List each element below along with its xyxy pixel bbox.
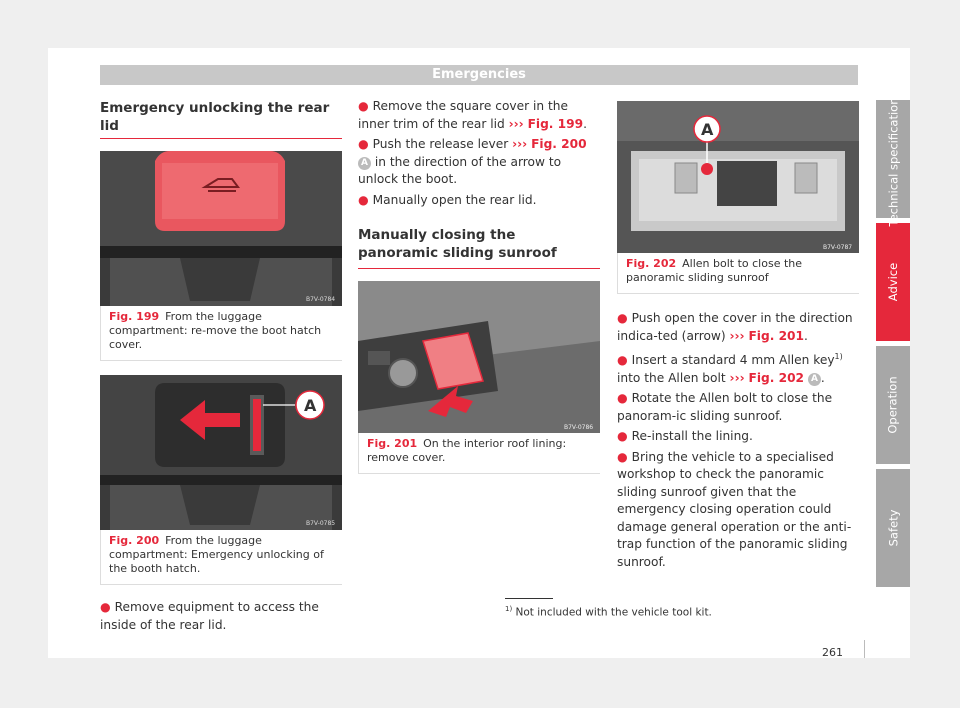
marker-a: A bbox=[304, 396, 317, 415]
tab-operation[interactable]: Operation bbox=[876, 346, 910, 464]
chapter-header: Emergencies bbox=[100, 65, 858, 85]
image-code: B7V-0784 bbox=[306, 296, 335, 303]
figure-link[interactable]: Fig. 201 bbox=[748, 328, 805, 343]
arrow-ref-icon: ››› bbox=[508, 116, 524, 131]
bullet-item: ●Insert a standard 4 mm Allen key1) into… bbox=[617, 352, 843, 386]
bullet-item: ●Manually open the rear lid. bbox=[358, 192, 537, 207]
bullet-dot-icon: ● bbox=[100, 600, 111, 614]
figure-link[interactable]: Fig. 199 bbox=[527, 116, 584, 131]
image-code: B7V-0787 bbox=[823, 244, 852, 251]
tab-advice[interactable]: Advice bbox=[876, 223, 910, 341]
bullet-dot-icon: ● bbox=[617, 353, 628, 368]
bullet-item: ●Rotate the Allen bolt to close the pano… bbox=[617, 391, 833, 423]
bullet-dot-icon: ● bbox=[358, 192, 369, 207]
emergency-unlock-image: A B7V-0785 bbox=[100, 375, 342, 530]
page-corner-mark bbox=[864, 640, 865, 658]
marker-a: A bbox=[701, 120, 714, 139]
bullet-dot-icon: ● bbox=[617, 391, 628, 406]
footnote-divider bbox=[505, 598, 553, 599]
section-heading-rear-lid: Emergency unlocking the rear lid bbox=[100, 100, 342, 139]
left-column: Emergency unlocking the rear lid B7V-078… bbox=[100, 100, 342, 637]
bullet-dot-icon: ● bbox=[617, 429, 628, 444]
figure-label: Fig. 200 bbox=[109, 534, 160, 547]
caption-text: From the luggage compartment: re-move th… bbox=[109, 310, 322, 351]
caption-text: Allen bolt to close the panoramic slidin… bbox=[626, 257, 803, 284]
footnote: 1) Not included with the vehicle tool ki… bbox=[505, 605, 712, 619]
arrow-ref-icon: ››› bbox=[729, 328, 745, 343]
tab-safety[interactable]: Safety bbox=[876, 469, 910, 587]
section-heading-sunroof: Manually closing the panoramic sliding s… bbox=[358, 226, 600, 269]
bullet-dot-icon: ● bbox=[358, 137, 369, 151]
image-code: B7V-0786 bbox=[564, 424, 593, 431]
roof-lining-image: B7V-0786 bbox=[358, 281, 600, 433]
marker-badge: A bbox=[807, 372, 821, 386]
side-tabs: Technical specifications Advice Operatio… bbox=[876, 92, 910, 592]
figure-link[interactable]: Fig. 202 bbox=[748, 370, 805, 385]
bullet-item: ●Push the release lever ››› Fig. 200 A i… bbox=[358, 137, 587, 186]
bullet-item: ●Remove the square cover in the inner tr… bbox=[358, 99, 587, 131]
image-code: B7V-0785 bbox=[306, 520, 335, 527]
bullet-dot-icon: ● bbox=[358, 99, 369, 113]
bullet-item: ●Re-install the lining. bbox=[617, 429, 753, 444]
allen-bolt-image: A B7V-0787 bbox=[617, 101, 859, 253]
marker-badge: A bbox=[358, 156, 371, 170]
bullet-item: ●Push open the cover in the direction in… bbox=[617, 311, 853, 343]
bullet-item: ●Remove equipment to access the inside o… bbox=[100, 600, 319, 632]
footnote-ref[interactable]: 1) bbox=[834, 352, 843, 361]
arrow-ref-icon: ››› bbox=[512, 137, 528, 151]
arrow-ref-icon: ››› bbox=[729, 370, 745, 385]
figure-label: Fig. 199 bbox=[109, 310, 160, 323]
caption-text: On the interior roof lining: remove cove… bbox=[367, 437, 567, 464]
figure-label: Fig. 202 bbox=[626, 257, 677, 270]
tab-technical-specifications[interactable]: Technical specifications bbox=[876, 92, 910, 226]
figure-label: Fig. 201 bbox=[367, 437, 418, 450]
bullet-item: ●Bring the vehicle to a specialised work… bbox=[617, 449, 852, 569]
figure-link[interactable]: Fig. 200 bbox=[531, 137, 587, 151]
page-number: 261 bbox=[822, 646, 843, 659]
caption-text: From the luggage compartment: Emergency … bbox=[109, 534, 324, 575]
bullet-dot-icon: ● bbox=[617, 449, 628, 464]
boot-hatch-cover-image: B7V-0784 bbox=[100, 151, 342, 306]
bullet-dot-icon: ● bbox=[617, 311, 628, 325]
middle-column: ●Remove the square cover in the inner tr… bbox=[358, 98, 600, 474]
